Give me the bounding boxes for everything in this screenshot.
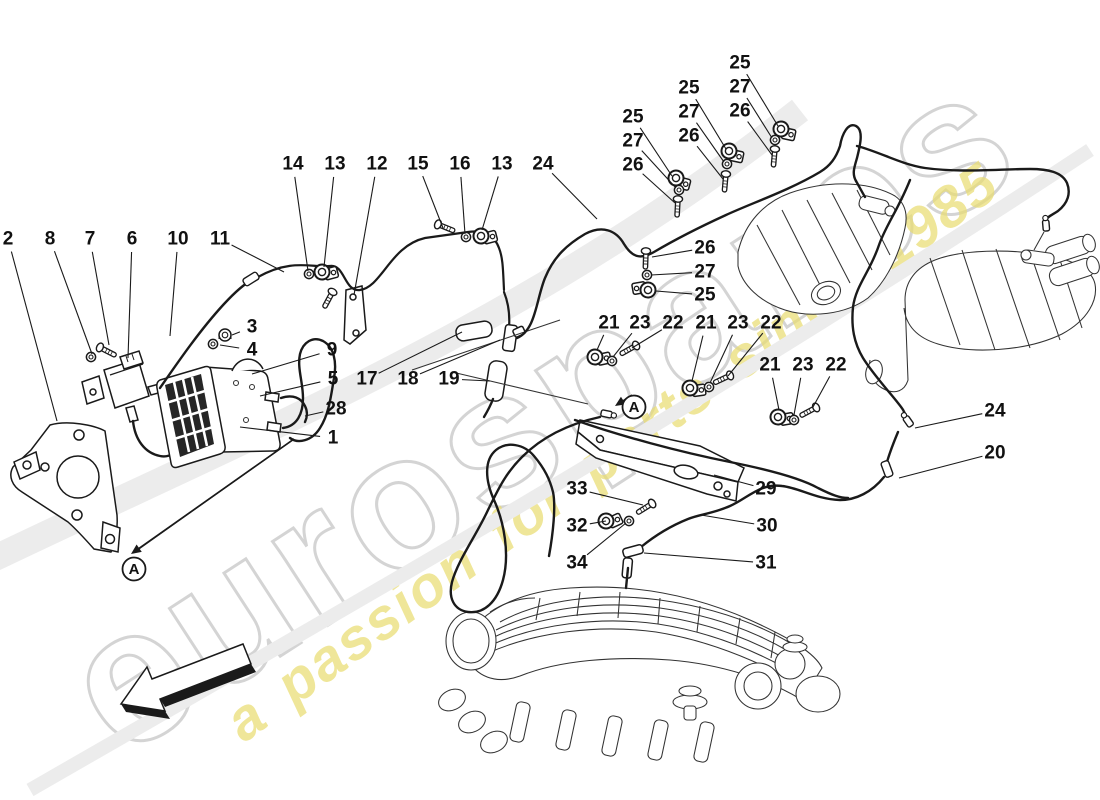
- part-number-label: 13: [324, 154, 345, 175]
- part-number-label: 11: [210, 229, 231, 250]
- part-number-label: 17: [356, 369, 377, 390]
- part-number-label: 1: [328, 428, 339, 449]
- part-number-label: 9: [327, 340, 338, 361]
- intake-manifold-engine: [438, 586, 841, 763]
- part-number-label: 15: [407, 154, 429, 175]
- vacuum-actuator-canister: [156, 338, 337, 469]
- part-number-label: 16: [449, 154, 470, 175]
- part-number-label: 21: [759, 355, 781, 376]
- part-number-label: 6: [127, 229, 138, 250]
- view-markers: AA: [121, 394, 647, 582]
- part-number-label: 29: [755, 479, 776, 500]
- part-number-label: 22: [662, 313, 683, 334]
- view-letter-circle: [121, 556, 147, 582]
- part-number-label: 25: [622, 107, 644, 128]
- part-number-label: 18: [397, 369, 418, 390]
- part-number-label: 14: [282, 154, 304, 175]
- view-letter: A: [129, 561, 140, 578]
- part-number-label: 2: [3, 229, 14, 250]
- elbow-connector: [621, 543, 644, 590]
- part-number-label: 26: [678, 126, 699, 147]
- part-number-label: 26: [694, 238, 715, 259]
- gasket-plate: [10, 422, 121, 553]
- part-number-label: 28: [325, 399, 346, 420]
- part-number-label: 10: [167, 229, 188, 250]
- part-number-label: 4: [247, 340, 258, 361]
- part-number-label: 21: [695, 313, 717, 334]
- part-number-label: 5: [328, 369, 339, 390]
- part-number-label: 12: [366, 154, 387, 175]
- part-number-label: 23: [792, 355, 813, 376]
- view-letter-circle: [621, 394, 647, 420]
- part-number-label: 23: [629, 313, 650, 334]
- part-number-label: 27: [729, 77, 750, 98]
- part-number-label: 25: [678, 78, 700, 99]
- part-number-label: 27: [622, 131, 643, 152]
- part-number-label: 21: [598, 313, 620, 334]
- vacuum-pipe-run: [158, 230, 511, 390]
- part-number-label: 22: [825, 355, 846, 376]
- part-number-label: 34: [566, 553, 588, 574]
- part-number-label: 19: [438, 369, 459, 390]
- part-number-label: 27: [678, 102, 699, 123]
- part-number-label: 31: [755, 553, 777, 574]
- part-number-label: 27: [694, 262, 715, 283]
- part-number-label: 7: [85, 229, 96, 250]
- part-number-label: 8: [45, 229, 56, 250]
- part-number-label: 33: [566, 479, 587, 500]
- part-number-label: 3: [247, 317, 258, 338]
- part-number-label: 32: [566, 516, 587, 537]
- part-number-label: 30: [756, 516, 777, 537]
- part-number-label: 26: [729, 101, 750, 122]
- filter-tee-assembly: [411, 319, 589, 419]
- part-number-label: 24: [532, 154, 554, 175]
- part-number-label: 25: [729, 53, 751, 74]
- part-number-label: 23: [727, 313, 748, 334]
- part-number-label: 13: [491, 154, 512, 175]
- part-number-label: 26: [622, 155, 643, 176]
- view-letter: A: [629, 399, 640, 416]
- right-silencer: [865, 233, 1100, 393]
- part-number-label: 24: [984, 401, 1006, 422]
- part-number-label: 22: [760, 313, 781, 334]
- vacuum-hoses: [449, 124, 1070, 614]
- part-number-label: 25: [694, 285, 716, 306]
- left-silencer: [737, 183, 907, 315]
- part-number-label: 20: [984, 443, 1005, 464]
- direction-arrow: [119, 643, 256, 719]
